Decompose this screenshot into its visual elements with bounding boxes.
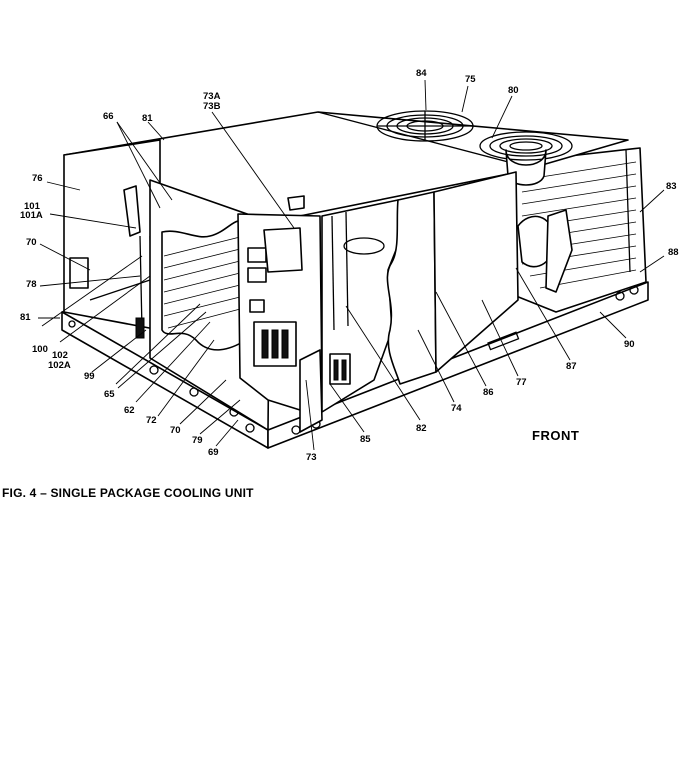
leader-lines [38, 79, 665, 451]
figure-caption: FIG. 4 – SINGLE PACKAGE COOLING UNIT [2, 486, 254, 500]
callout-66: 66 [103, 111, 114, 122]
base-rail [61, 281, 649, 449]
front-panels [149, 171, 519, 433]
callout-84: 84 [416, 68, 427, 79]
callout-99: 99 [84, 371, 95, 382]
callout-101a: 101A [20, 210, 43, 221]
callout-90: 90 [624, 339, 635, 350]
callout-73: 73 [306, 452, 317, 463]
callout-72: 72 [146, 415, 157, 426]
callout-88: 88 [668, 247, 679, 258]
callout-100: 100 [32, 344, 48, 355]
callout-65: 65 [104, 389, 115, 400]
callout-62: 62 [124, 405, 135, 416]
callout-85: 85 [360, 434, 371, 445]
front-label: FRONT [532, 428, 580, 443]
callout-79: 79 [192, 435, 203, 446]
callout-86: 86 [483, 387, 494, 398]
callout-73a: 73A [203, 91, 221, 102]
callout-78: 78 [26, 279, 37, 290]
callout-83: 83 [666, 181, 677, 192]
callout-81-left: 81 [20, 312, 31, 323]
callout-69: 69 [208, 447, 219, 458]
callout-102a: 102A [48, 360, 71, 371]
callout-73b: 73B [203, 101, 221, 112]
callout-75: 75 [465, 74, 476, 85]
callout-87: 87 [566, 361, 577, 372]
callout-82: 82 [416, 423, 427, 434]
callout-74: 74 [451, 403, 462, 414]
callout-76: 76 [32, 173, 43, 184]
callout-77: 77 [516, 377, 527, 388]
callout-80: 80 [508, 85, 519, 96]
callout-102: 102 [52, 350, 68, 361]
callout-70-front: 70 [170, 425, 181, 436]
left-end [63, 139, 161, 339]
callout-70-left: 70 [26, 237, 37, 248]
callout-81: 81 [142, 113, 153, 124]
condenser-end [515, 147, 647, 313]
callout-101: 101 [24, 201, 40, 212]
